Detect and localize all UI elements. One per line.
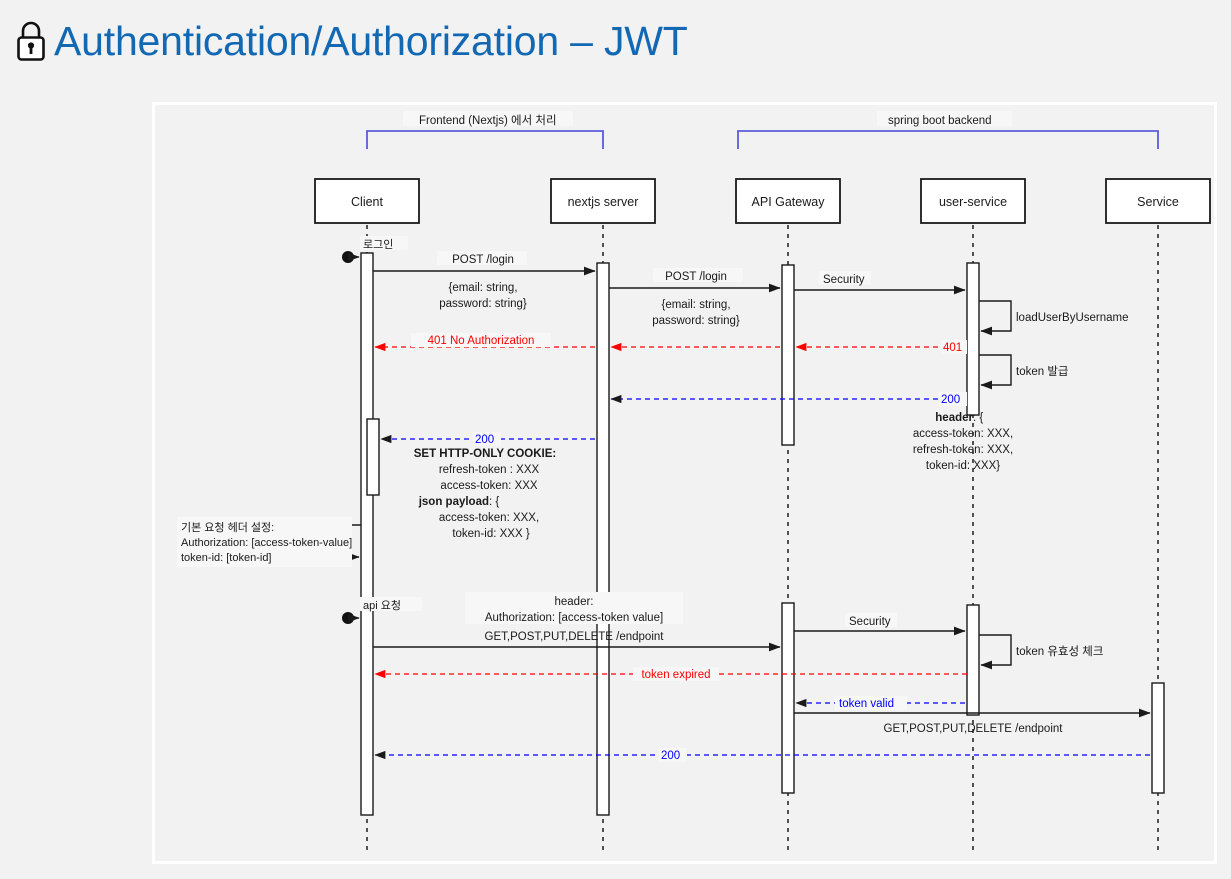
message-label: loadUserByUsername — [1016, 312, 1129, 324]
message-body-line1: {email: string, — [448, 282, 517, 294]
actor-login-label: 로그인 — [363, 238, 393, 251]
actor-api-label: api 요청 — [363, 599, 401, 612]
message-label: 200 — [475, 434, 494, 446]
message-body-line2: password: string} — [652, 315, 740, 327]
message-label: token 발급 — [1016, 365, 1069, 378]
message-security-1: Security — [794, 271, 966, 295]
message-token-issue: token 발급 — [979, 354, 1069, 390]
message-security-2: Security — [794, 613, 966, 636]
actor-login: 로그인 — [342, 236, 408, 263]
group-frontend: Frontend (Nextjs) 에서 처리 — [366, 111, 604, 149]
request-authorization-label: Authorization: [access-token value] — [485, 612, 663, 624]
participant-gateway-label: API Gateway — [752, 195, 826, 209]
message-label: token valid — [839, 698, 894, 710]
message-endpoint-service: GET,POST,PUT,DELETE /endpoint — [794, 708, 1151, 735]
message-200-nextjs: 200 SET HTTP-ONLY COOKIE: refresh-token … — [380, 432, 595, 540]
message-label: POST /login — [665, 271, 727, 283]
message-label: 200 — [661, 750, 680, 762]
payload-access-token: access-token: XXX, — [439, 512, 539, 524]
message-endpoint-label: GET,POST,PUT,DELETE /endpoint — [485, 631, 665, 643]
message-label: 401 — [943, 342, 962, 354]
header-refresh-token: refresh-token: XXX, — [913, 444, 1013, 456]
message-post-login-1: POST /login {email: string, password: st… — [373, 251, 596, 310]
header-label: header — [935, 412, 973, 424]
payload-token-id: token-id: XXX } — [452, 528, 530, 540]
message-label: GET,POST,PUT,DELETE /endpoint — [884, 723, 1064, 735]
note-line-1: 기본 요청 헤더 설정: — [181, 521, 274, 534]
group-frontend-label: Frontend (Nextjs) 에서 처리 — [419, 114, 557, 127]
activation-userservice-2 — [966, 604, 980, 716]
activation-userservice-1 — [966, 262, 980, 416]
header-brace: : { — [973, 412, 983, 424]
message-token-validity-check: token 유효성 체크 — [979, 634, 1103, 670]
activation-nextjs — [596, 262, 610, 816]
message-token-expired: token expired — [374, 667, 967, 681]
request-header-label: header: — [554, 596, 593, 608]
participant-userservice-label: user-service — [939, 195, 1007, 209]
actor-api-request: api 요청 — [342, 597, 422, 624]
note-line-2: Authorization: [access-token-value] — [181, 537, 352, 549]
participant-nextjs-server[interactable]: nextjs server — [550, 178, 656, 224]
message-label: Security — [823, 274, 865, 286]
message-loaduserbyusername: loadUserByUsername — [979, 300, 1129, 336]
participant-api-gateway[interactable]: API Gateway — [735, 178, 841, 224]
cookie-title: SET HTTP-ONLY COOKIE: — [414, 448, 557, 460]
message-post-login-2: POST /login {email: string, password: st… — [609, 268, 781, 327]
page-title-text: Authentication/Authorization – JWT — [54, 17, 688, 64]
message-label: 401 No Authorization — [428, 335, 535, 347]
participant-service[interactable]: Service — [1105, 178, 1211, 224]
message-body-line1: {email: string, — [661, 299, 730, 311]
message-401-no-authorization: 401 No Authorization — [374, 333, 595, 352]
activation-client-nested — [366, 418, 380, 496]
activation-gateway-1 — [781, 264, 795, 446]
note-line-3: token-id: [token-id] — [181, 552, 272, 564]
message-200-final: 200 — [374, 748, 1150, 762]
group-backend-label: spring boot backend — [888, 115, 992, 127]
lock-icon — [17, 21, 45, 61]
message-label: token expired — [641, 669, 710, 681]
cookie-access-token: access-token: XXX — [440, 480, 537, 492]
activation-gateway-2 — [781, 602, 795, 794]
message-token-valid: token valid — [795, 696, 965, 710]
group-backend: spring boot backend — [737, 111, 1159, 149]
diagram-frame: Frontend (Nextjs) 에서 처리 spring boot back… — [152, 102, 1217, 864]
participant-user-service[interactable]: user-service — [920, 178, 1026, 224]
message-label: token 유효성 체크 — [1016, 645, 1103, 658]
message-200-userservice: 200 header : { access-token: XXX, refres… — [610, 392, 1013, 472]
message-label: POST /login — [452, 254, 514, 266]
message-label: Security — [849, 616, 891, 628]
message-body-line2: password: string} — [439, 298, 527, 310]
message-api-request: header: Authorization: [access-token val… — [373, 592, 781, 652]
message-401: 401 — [795, 340, 967, 354]
page-title: Authentication/Authorization – JWT — [14, 10, 688, 72]
participant-client[interactable]: Client — [314, 178, 420, 224]
sequence-diagram: Frontend (Nextjs) 에서 처리 spring boot back… — [177, 111, 1211, 853]
participant-nextjs-label: nextjs server — [568, 195, 639, 209]
payload-title: json payload — [418, 496, 489, 508]
cookie-refresh-token: refresh-token : XXX — [439, 464, 540, 476]
participant-client-label: Client — [351, 195, 383, 209]
message-label: 200 — [941, 394, 960, 406]
activation-service — [1151, 682, 1165, 794]
activation-client — [360, 252, 374, 816]
participant-service-label: Service — [1137, 195, 1179, 209]
header-token-id: token-id: XXX} — [926, 460, 1000, 472]
payload-brace: : { — [489, 496, 499, 508]
note-default-request-header: 기본 요청 헤더 설정: Authorization: [access-toke… — [177, 517, 361, 567]
header-access-token: access-token: XXX, — [913, 428, 1013, 440]
